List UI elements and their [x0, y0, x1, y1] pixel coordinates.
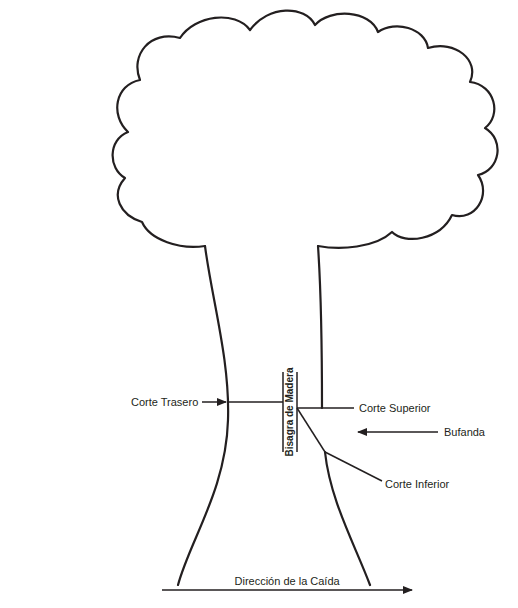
tree-canopy: [113, 11, 498, 248]
hinge-line: [282, 372, 284, 452]
trunk-left: [178, 246, 228, 585]
notch-label: Bufanda: [442, 426, 487, 439]
fall-arrow: [162, 589, 412, 591]
cut-label: Corte Trasero: [129, 396, 200, 409]
fall-direction-label: Dirección de la Caída: [233, 575, 342, 588]
leader-arrow: [202, 401, 226, 403]
cut-label: Corte Superior: [357, 402, 433, 415]
trunk-right-upper: [318, 246, 322, 408]
hinge-label: Bisagra de Madera: [285, 368, 295, 457]
leader-line: [325, 452, 382, 481]
bottom-cut: [297, 408, 325, 452]
cut-label: Corte Inferior: [383, 478, 451, 491]
top-cut: [297, 407, 354, 409]
back-cut: [228, 401, 283, 403]
leader-arrow: [358, 431, 438, 433]
hinge-line: [296, 372, 298, 452]
